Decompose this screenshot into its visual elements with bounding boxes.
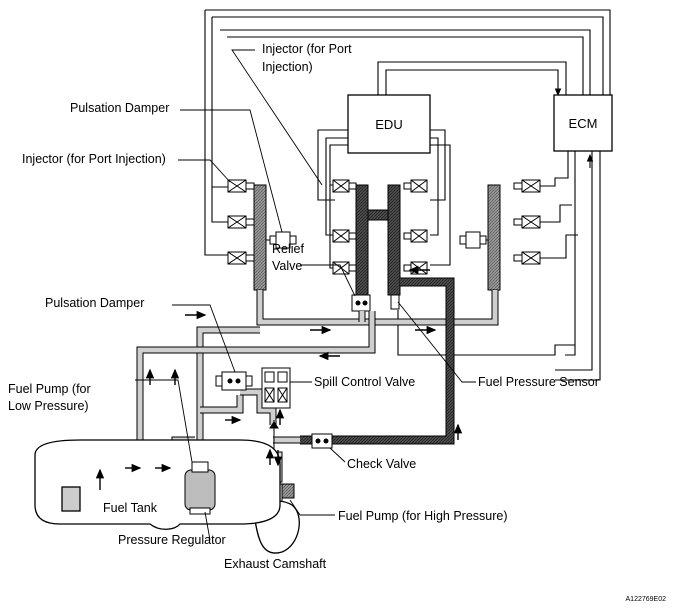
leader-lines <box>135 49 476 541</box>
left-port-rail <box>253 184 267 291</box>
high-pressure-pipe <box>273 277 455 445</box>
pulsation-damper-mid <box>215 371 253 391</box>
flow-arrows <box>95 265 463 490</box>
right-injectors <box>513 179 541 265</box>
pulsation-damper-right <box>459 231 488 249</box>
label-pressure-regulator: Pressure Regulator <box>118 533 226 547</box>
label-fuel-tank: Fuel Tank <box>103 501 158 515</box>
left-injectors <box>227 179 255 265</box>
edu-label: EDU <box>375 117 402 132</box>
spill-control-valve <box>261 367 291 409</box>
label-fuel-pump-low-1: Fuel Pump (for <box>8 382 91 396</box>
figure-code: A122769E02 <box>626 596 667 603</box>
ecm-box: ECM <box>553 94 613 152</box>
label-fuel-pressure-sensor: Fuel Pressure Sensor <box>478 375 599 389</box>
label-injector-port-top-2: Injection) <box>262 60 313 74</box>
label-relief-valve-1: Relief <box>272 242 304 256</box>
direct-rail-left <box>355 184 369 301</box>
direct-injectors-right <box>403 179 428 275</box>
label-relief-valve-2: Valve <box>272 259 302 273</box>
fuel-pressure-sensor <box>390 294 400 310</box>
relief-valve <box>351 294 371 312</box>
right-port-rail <box>487 184 501 291</box>
low-pressure-pump <box>184 461 216 515</box>
direct-rail-right <box>387 184 401 296</box>
ecm-label: ECM <box>569 116 598 131</box>
edu-box: EDU <box>347 94 431 154</box>
label-spill-control-valve: Spill Control Valve <box>314 375 415 389</box>
label-injector-port-left: Injector (for Port Injection) <box>22 152 166 166</box>
label-exhaust-camshaft: Exhaust Camshaft <box>224 557 327 571</box>
label-injector-port-top-1: Injector (for Port <box>262 42 352 56</box>
fuel-tank <box>34 439 281 530</box>
label-pulsation-damper-mid: Pulsation Damper <box>45 296 144 310</box>
label-fuel-pump-high: Fuel Pump (for High Pressure) <box>338 509 508 523</box>
check-valve <box>311 433 333 449</box>
direct-injectors-left <box>332 179 357 275</box>
label-pulsation-damper-top: Pulsation Damper <box>70 101 169 115</box>
label-check-valve: Check Valve <box>347 457 416 471</box>
pulsation-damper-left <box>266 231 297 249</box>
label-fuel-pump-low-2: Low Pressure) <box>8 399 89 413</box>
